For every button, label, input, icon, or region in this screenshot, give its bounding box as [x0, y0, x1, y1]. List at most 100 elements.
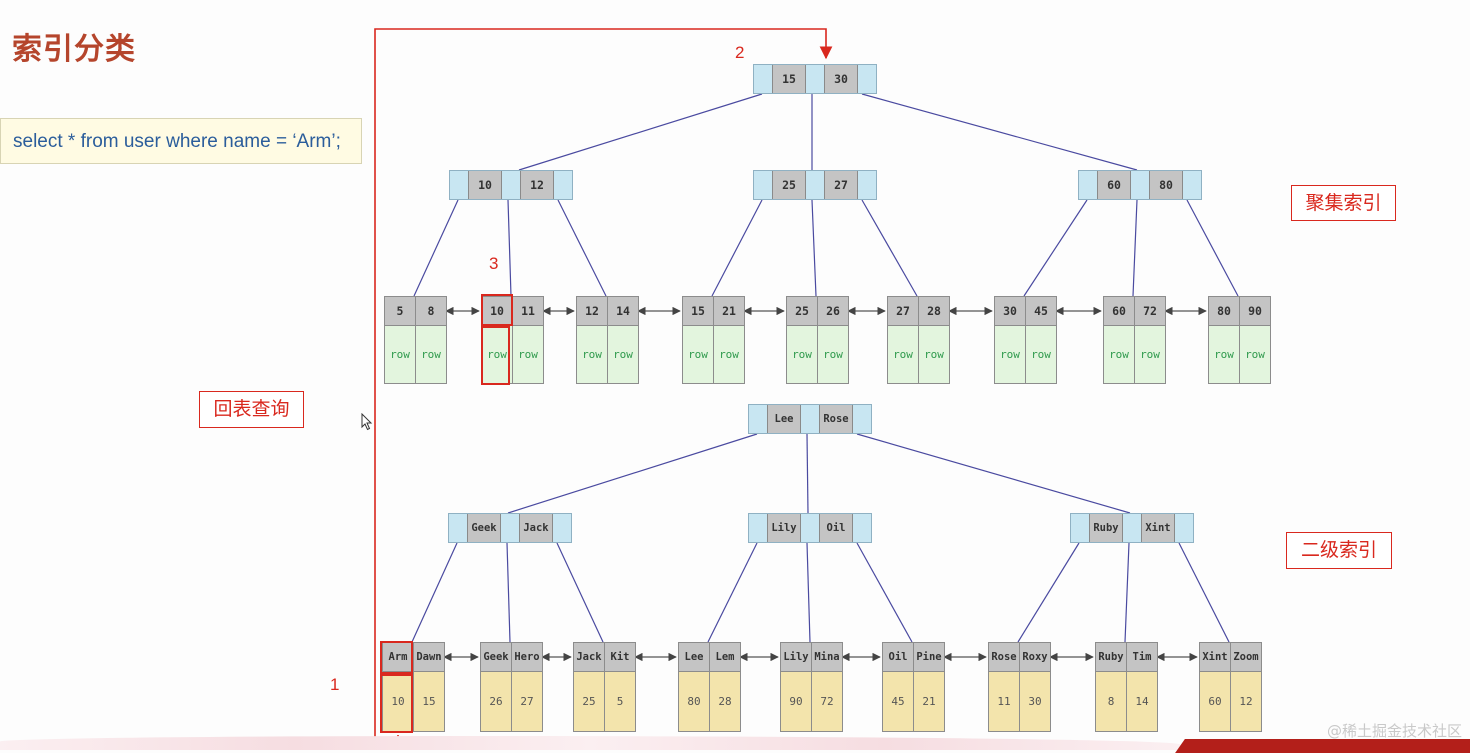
- leaf-key: Rose: [989, 643, 1019, 672]
- leaf-value: 11: [989, 672, 1019, 731]
- pointer-slot: [1071, 514, 1089, 542]
- index-key: 80: [1149, 171, 1183, 199]
- leaf-value: 14: [1127, 672, 1157, 731]
- footer-wave: [0, 736, 1180, 750]
- leaf-key: 45: [1026, 297, 1056, 326]
- leaf-key: 12: [577, 297, 607, 326]
- leaf-key: Ruby: [1096, 643, 1126, 672]
- pointer-slot: [450, 171, 468, 199]
- leaf-key: Lem: [710, 643, 740, 672]
- pointer-slot: [1131, 171, 1149, 199]
- highlight-value-10: [380, 674, 413, 733]
- leaf-value: 72: [812, 672, 842, 731]
- tree-edge: [1124, 542, 1130, 643]
- step-1-label: 1: [330, 675, 340, 694]
- pointer-slot: [801, 514, 819, 542]
- leaf-key: Zoom: [1231, 643, 1261, 672]
- leaf-key: 28: [919, 297, 949, 326]
- leaf-value: 60: [1200, 672, 1230, 731]
- pointer-slot: [1079, 171, 1097, 199]
- pointer-slot: [749, 405, 767, 433]
- sql-query: select * from user where name = ‘Arm’;: [0, 118, 362, 164]
- pointer-slot: [853, 405, 871, 433]
- leaf-key: 8: [416, 297, 446, 326]
- index-key: 27: [824, 171, 858, 199]
- leaf-value: row: [577, 326, 607, 383]
- highlight-key-10: [481, 294, 513, 326]
- tree-edge: [811, 199, 817, 297]
- leaf-key: Lily: [781, 643, 811, 672]
- tree-edge: [806, 542, 811, 643]
- tree-edge: [711, 199, 763, 297]
- leaf-value: row: [482, 326, 512, 383]
- leaf-value: row: [995, 326, 1025, 383]
- index-key: 15: [772, 65, 806, 93]
- footer-banner: [1175, 739, 1470, 753]
- leaf-value: row: [1209, 326, 1239, 383]
- tree-edge: [1017, 542, 1080, 643]
- leaf-key: Geek: [481, 643, 511, 672]
- leaf-value: 45: [883, 672, 913, 731]
- step-3-label: 3: [489, 254, 499, 273]
- leaf-value: 25: [574, 672, 604, 731]
- leaf-value: row: [513, 326, 543, 383]
- tree-edge: [411, 542, 458, 643]
- pointer-slot: [501, 514, 519, 542]
- leaf-key: 25: [787, 297, 817, 326]
- leaf-key: Hero: [512, 643, 542, 672]
- leaf-value: row: [1135, 326, 1165, 383]
- leaf-key: Dawn: [414, 643, 444, 672]
- tree-edge: [1132, 199, 1138, 297]
- leaf-key: 80: [1209, 297, 1239, 326]
- leaf-key: Kit: [605, 643, 635, 672]
- index-key: Geek: [467, 514, 501, 542]
- tree-edge: [856, 542, 913, 643]
- leaf-key: 5: [385, 297, 415, 326]
- leaf-key: Jack: [574, 643, 604, 672]
- lookup-label: 回表查询: [199, 391, 304, 428]
- leaf-key: 72: [1135, 297, 1165, 326]
- leaf-value: row: [714, 326, 744, 383]
- leaf-value: 26: [481, 672, 511, 731]
- pointer-slot: [1175, 514, 1193, 542]
- pointer-slot: [853, 514, 871, 542]
- watermark: @稀土掘金技术社区: [1326, 722, 1462, 740]
- leaf-value: 27: [512, 672, 542, 731]
- index-key: 25: [772, 171, 806, 199]
- index-key: Ruby: [1089, 514, 1123, 542]
- leaf-value: row: [818, 326, 848, 383]
- tree-edge: [518, 93, 763, 171]
- index-key: Oil: [819, 514, 853, 542]
- pointer-slot: [754, 171, 772, 199]
